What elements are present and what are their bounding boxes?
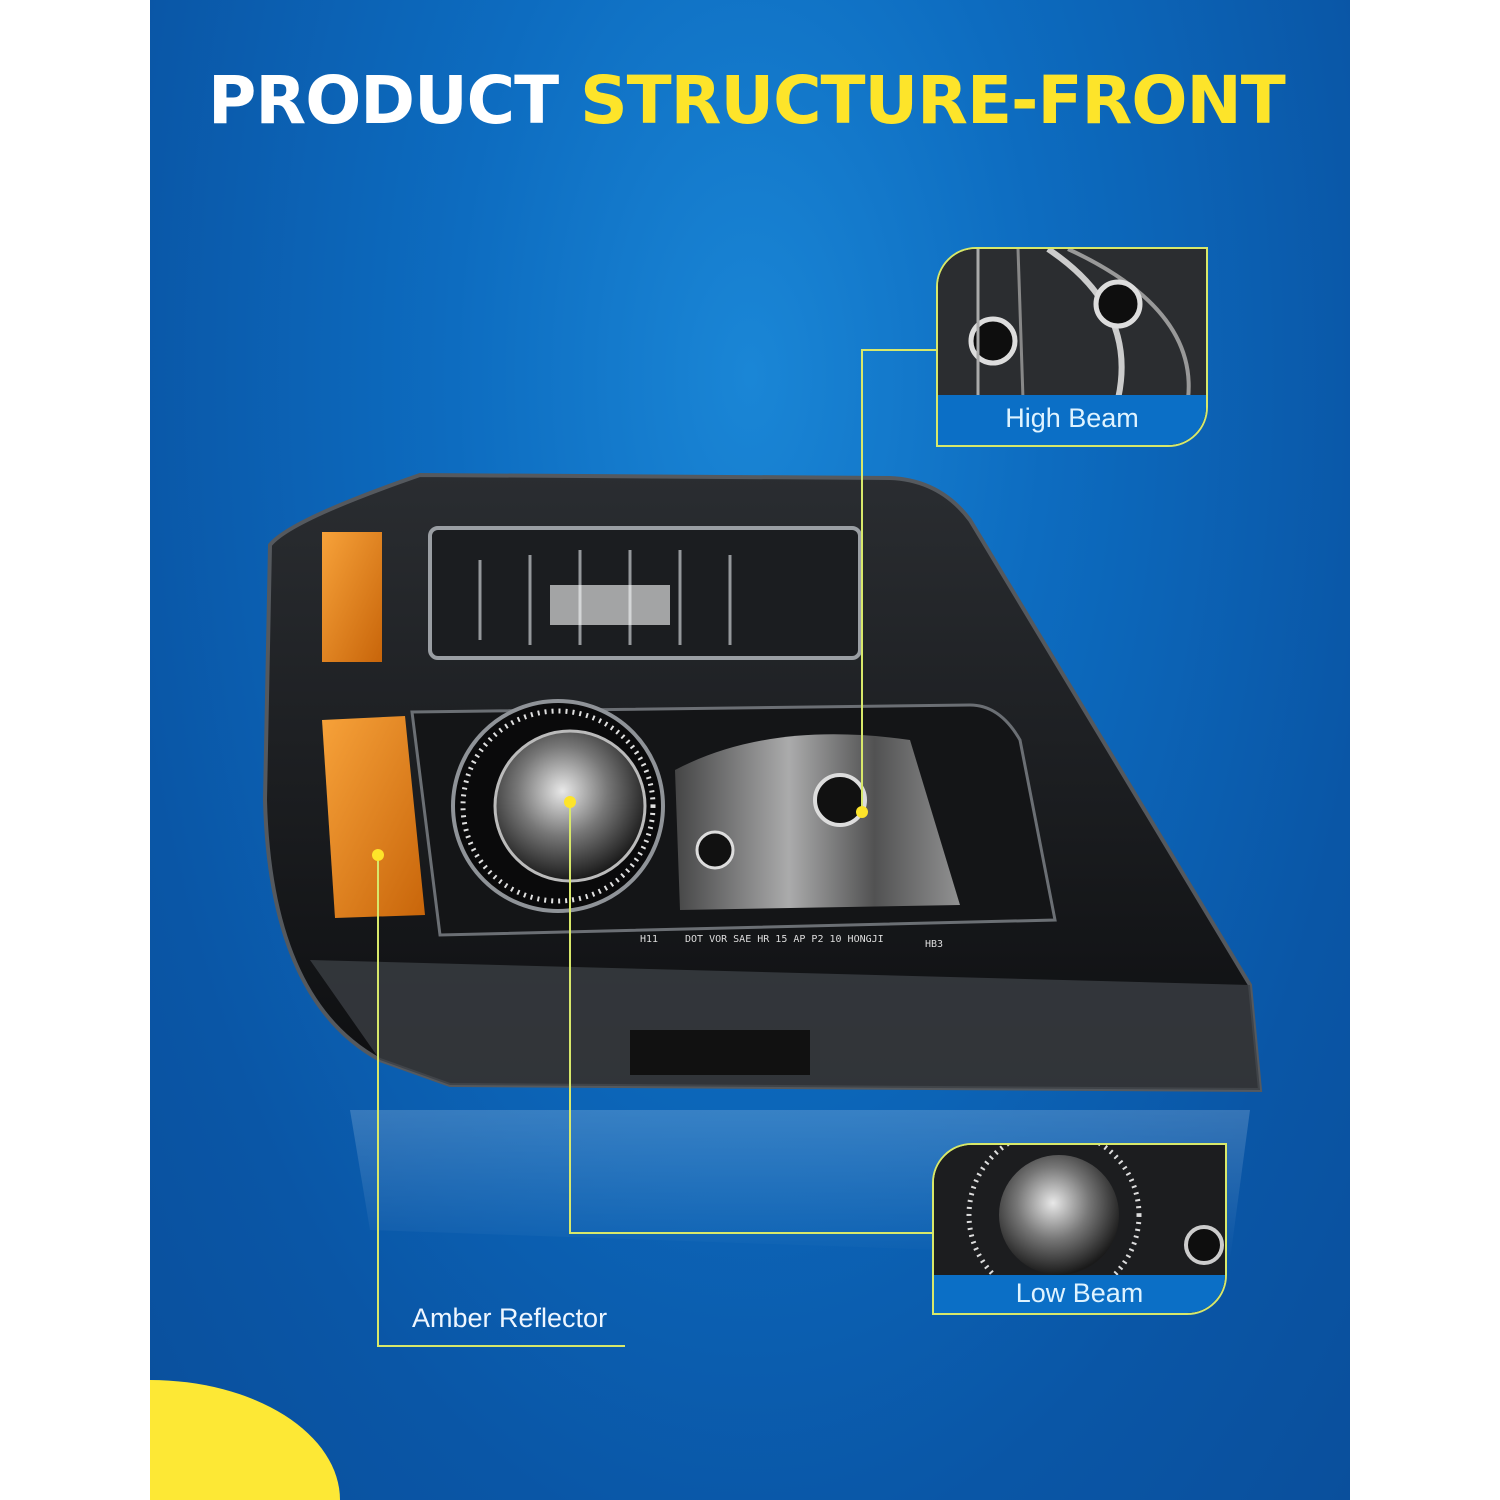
- high-beam-detail-image: [938, 249, 1206, 399]
- page-title: PRODUCT STRUCTURE-FRONT: [208, 62, 1286, 139]
- product-panel: PRODUCT STRUCTURE-FRONT: [150, 0, 1350, 1500]
- low-beam-detail-image: [934, 1145, 1225, 1277]
- callout-low-beam: Low Beam: [932, 1143, 1227, 1315]
- callout-high-beam: High Beam: [936, 247, 1208, 447]
- leader-lines: [377, 349, 936, 1347]
- low-beam-label: Low Beam: [934, 1275, 1225, 1313]
- marking-hb3: HB3: [925, 939, 943, 950]
- marking-dot: DOT VOR SAE HR 15 AP P2 10 HONGJI: [685, 934, 884, 945]
- headlight-illustration: H11 DOT VOR SAE HR 15 AP P2 10 HONGJI HB…: [262, 349, 1263, 1347]
- bulb-hole: [695, 830, 735, 870]
- top-lamp-highlight: [550, 585, 670, 625]
- high-beam-label: High Beam: [938, 395, 1206, 445]
- bottom-clear-strip: [310, 960, 1260, 1090]
- high-beam-bulb-hole: [813, 773, 867, 827]
- high-beam-reflector: [675, 734, 960, 910]
- projector-ring: [460, 708, 656, 904]
- amber-upper: [322, 532, 382, 662]
- amber-reflector-label: Amber Reflector: [412, 1303, 608, 1333]
- mount-bracket: [630, 1030, 810, 1075]
- marking-h11: H11: [640, 934, 658, 945]
- leader-dots: [372, 796, 868, 861]
- amber-reflector: [322, 716, 425, 918]
